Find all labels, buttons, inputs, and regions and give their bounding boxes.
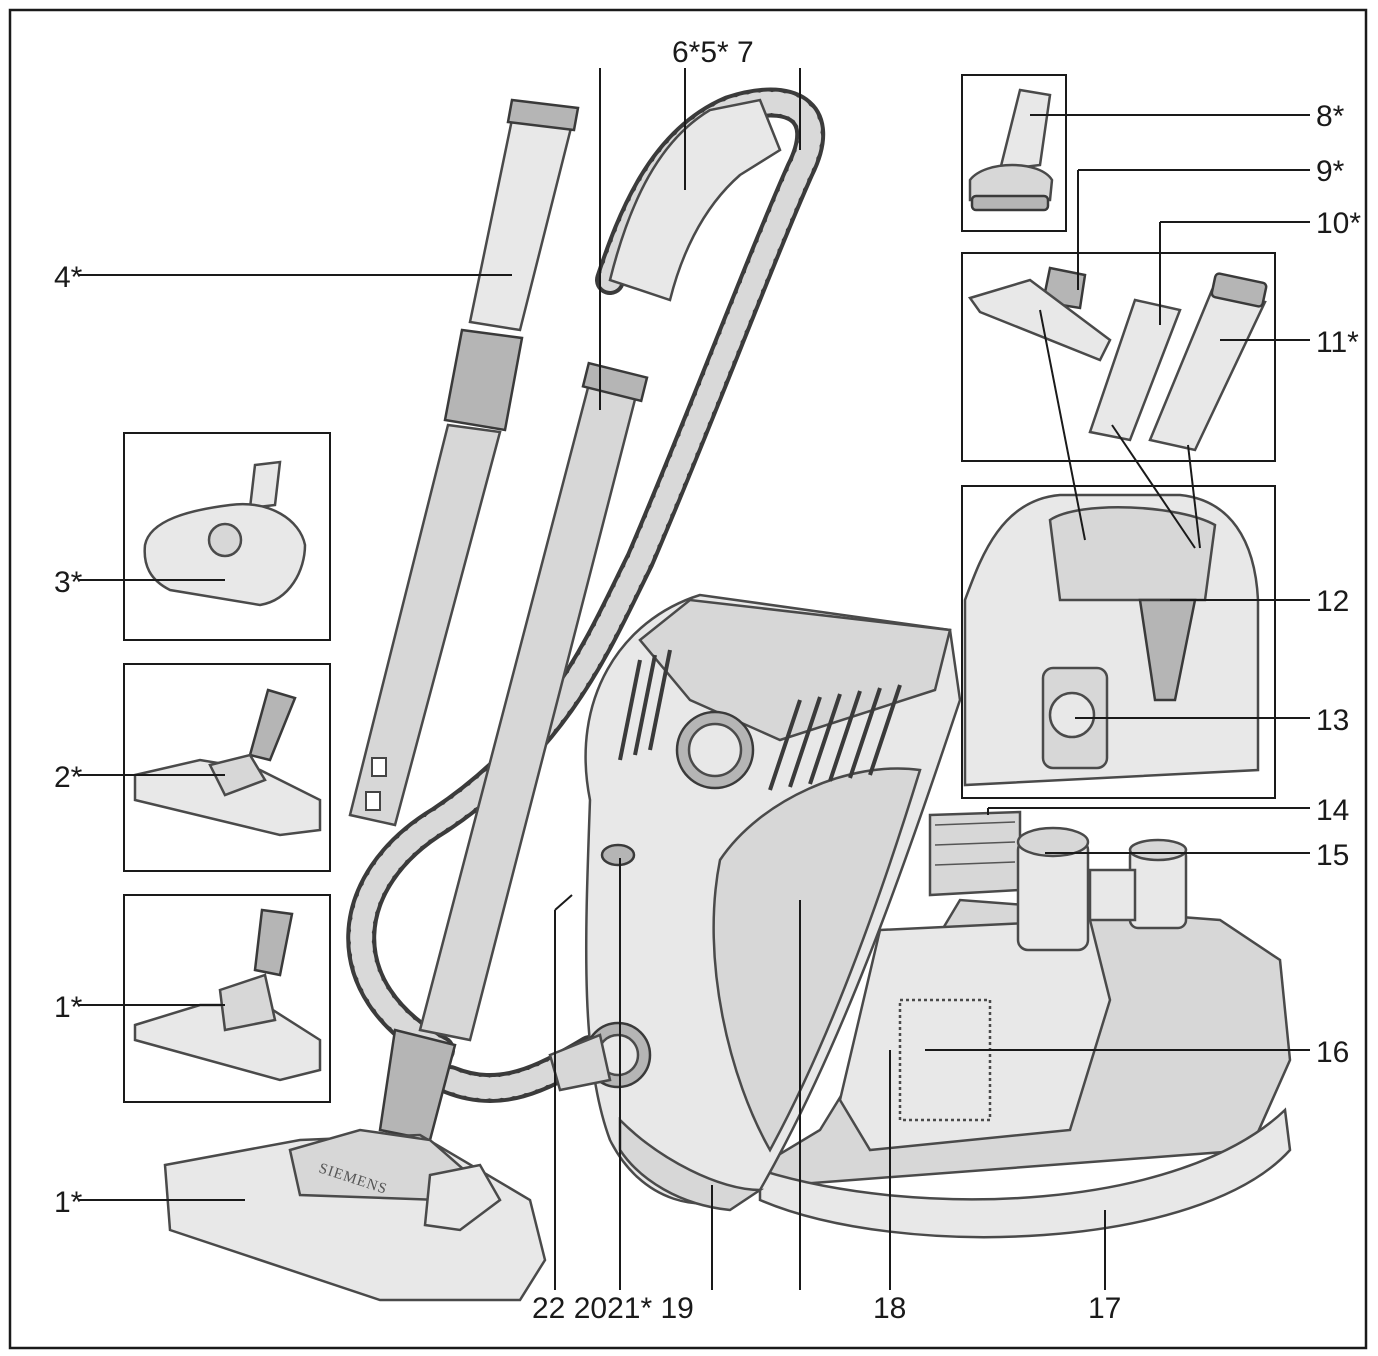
callout-6-5-7: 6*5* 7 [672,36,754,69]
callout-13: 13 [1316,704,1349,737]
callout-11: 11* [1316,326,1359,359]
callout-18: 18 [873,1292,906,1325]
telescopic-tube [348,98,580,827]
inset-tools-9-10-11 [961,252,1276,462]
callout-10: 10* [1316,207,1361,240]
inset-nozzle-1 [123,894,331,1103]
callout-12: 12 [1316,585,1349,618]
callout-1-main: 1* [54,1186,83,1219]
leader-lines [78,68,1310,1290]
callout-8: 8* [1316,100,1345,133]
floor-nozzle: SIEMENS [163,1028,547,1302]
vacuum-body [548,593,1292,1239]
diagram-frame [8,8,1368,1350]
callout-9: 9* [1316,155,1345,188]
callout-16: 16 [1316,1036,1349,1069]
callout-4: 4* [54,261,83,294]
callout-2: 2* [54,761,83,794]
callout-22-20-21-19: 22 2021* 19 [532,1292,694,1325]
inset-brush-8 [961,74,1067,232]
callout-15: 15 [1316,839,1349,872]
hose-handle [418,98,782,1042]
callout-1-inset: 1* [54,991,83,1024]
callout-3: 3* [54,566,83,599]
inset-storage-12-13 [961,485,1276,799]
callout-14: 14 [1316,794,1349,827]
inset-nozzle-3 [123,432,331,641]
inset-nozzle-2 [123,663,331,872]
callout-17: 17 [1088,1292,1121,1325]
